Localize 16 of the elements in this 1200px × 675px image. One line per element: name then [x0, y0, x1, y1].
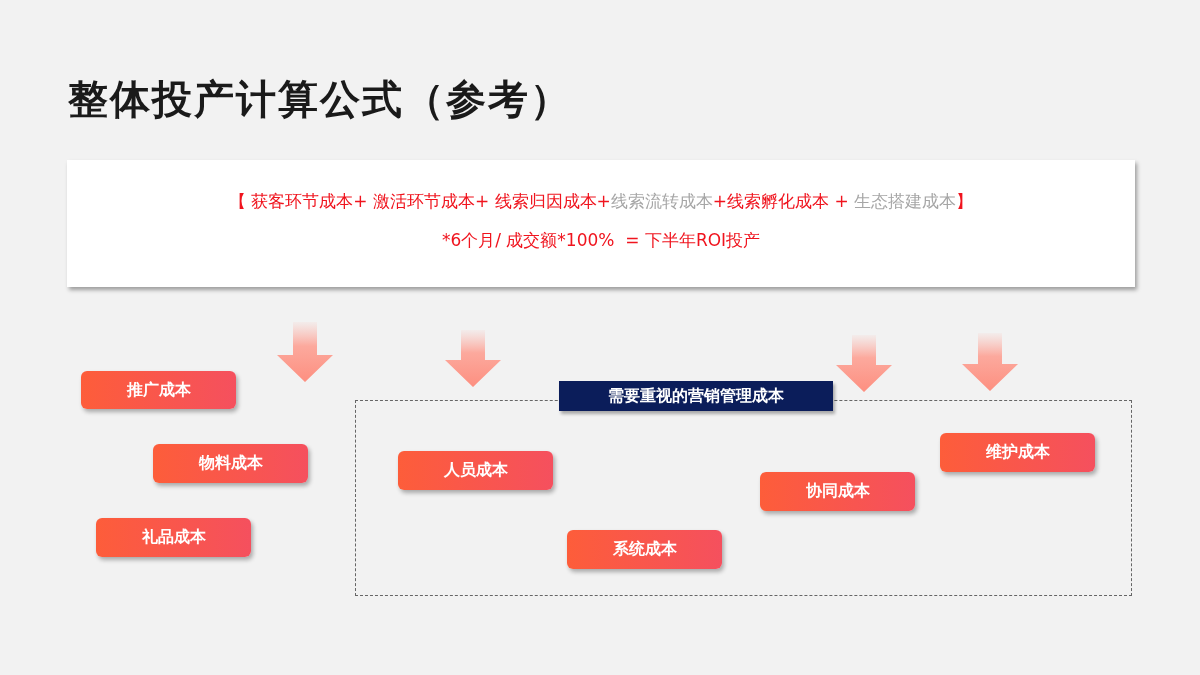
formula-term: 【 获客环节成本+ 激活环节成本+ 线索归因成本+ [228, 191, 611, 211]
formula-term: 】 [956, 191, 974, 211]
cost-tag: 协同成本 [760, 472, 915, 511]
cost-tag: 礼品成本 [96, 518, 251, 557]
cost-tag: 推广成本 [81, 371, 236, 409]
formula-result-text: *6个月/ 成交额*100% = 下半年ROI投产 [441, 230, 761, 250]
formula-term: +线索孵化成本 + [712, 191, 850, 211]
cost-tag: 系统成本 [567, 530, 722, 569]
group-heading: 需要重视的营销管理成本 [559, 381, 833, 411]
cost-tag: 物料成本 [153, 444, 308, 483]
page-title: 整体投产计算公式（参考） [68, 75, 572, 124]
formula-card [67, 160, 1135, 287]
cost-tag: 维护成本 [940, 433, 1095, 472]
cost-tag: 人员成本 [398, 451, 553, 490]
formula-term: 线索流转成本 [610, 191, 713, 211]
formula-term: 生态搭建成本 [854, 191, 957, 211]
